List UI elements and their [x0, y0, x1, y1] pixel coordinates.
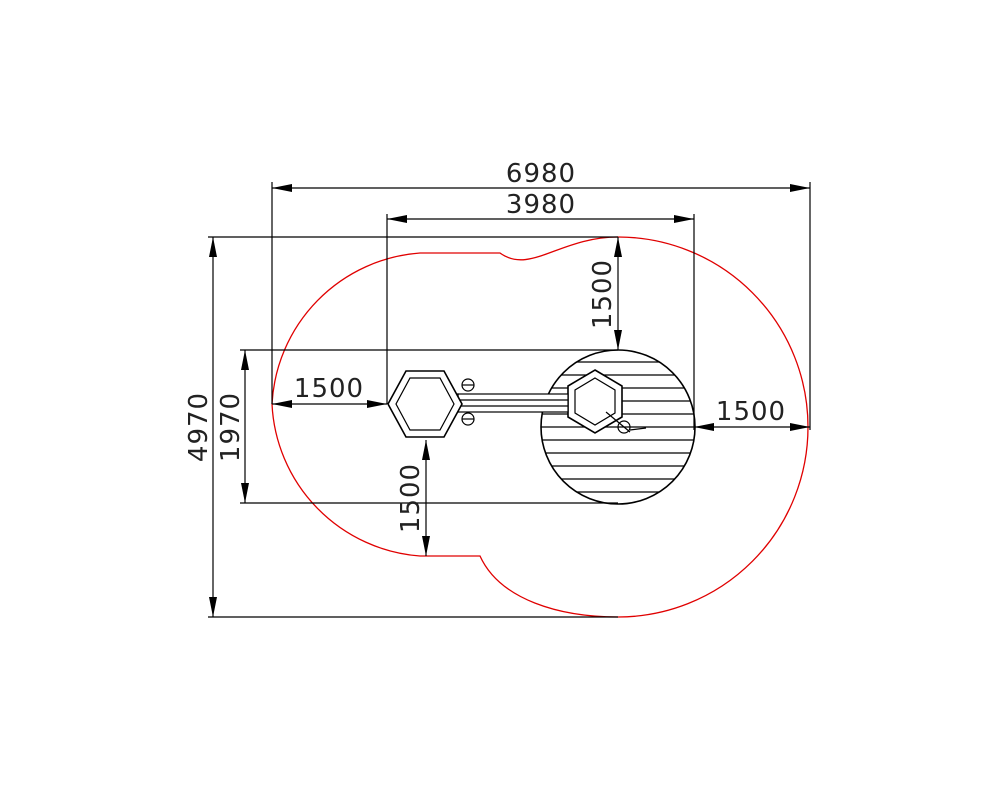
clearance-right-label: 1500	[716, 397, 786, 427]
round-platform	[540, 349, 696, 505]
safety-zone-outline	[271, 236, 809, 618]
dimension-overall-width: 6980	[272, 159, 810, 192]
overall-width-label: 6980	[506, 159, 576, 189]
extension-lines	[208, 182, 811, 618]
dimension-clearance-top: 1500	[588, 237, 622, 350]
dimension-clearance-left: 1500	[272, 374, 387, 408]
clearance-left-label: 1500	[294, 374, 364, 404]
dimension-equipment-depth: 1970	[216, 350, 249, 503]
dimension-clearance-bottom: 1500	[396, 440, 430, 556]
equipment-depth-label: 1970	[216, 392, 246, 462]
dimension-overall-depth: 4970	[184, 237, 217, 617]
steering-wheel-icon	[605, 411, 647, 434]
hexagon-tower-right	[567, 369, 623, 434]
clearance-bottom-label: 1500	[396, 463, 426, 533]
dimension-clearance-right: 1500	[694, 397, 810, 431]
clearance-top-label: 1500	[588, 259, 618, 329]
entry-posts	[461, 378, 475, 426]
equipment-width-label: 3980	[506, 190, 576, 220]
overall-depth-label: 4970	[184, 392, 214, 462]
dimension-equipment-width: 3980	[387, 190, 694, 223]
hexagon-tower-left	[387, 370, 463, 438]
